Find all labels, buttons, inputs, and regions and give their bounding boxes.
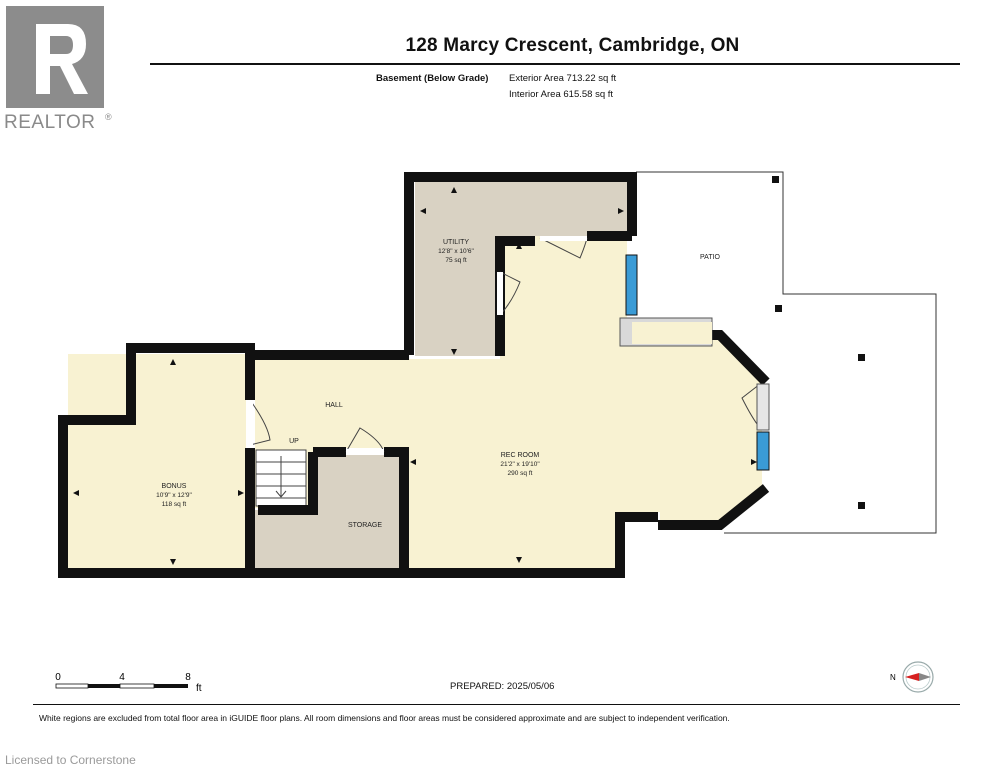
bonus-dims: 10'9" x 12'9" bbox=[156, 492, 192, 499]
rec-room-dims: 21'2" x 19'10" bbox=[500, 461, 540, 468]
utility-dims: 12'8" x 10'6" bbox=[438, 248, 474, 255]
scale-tick-8: 8 bbox=[185, 672, 191, 683]
utility-room bbox=[415, 182, 627, 236]
stair-landing bbox=[255, 510, 313, 568]
scale-unit: ft bbox=[196, 683, 202, 694]
window bbox=[625, 254, 638, 316]
disclaimer-note: White regions are excluded from total fl… bbox=[39, 713, 730, 723]
scale-tick-4: 4 bbox=[119, 672, 125, 683]
utility-label: UTILITY bbox=[443, 239, 469, 246]
interior-area: Interior Area 615.58 sq ft bbox=[509, 89, 614, 100]
prepared-date: PREPARED: 2025/05/06 bbox=[450, 681, 555, 692]
realtor-logo bbox=[6, 6, 104, 108]
title-divider bbox=[150, 63, 960, 65]
property-title: 128 Marcy Crescent, Cambridge, ON bbox=[405, 35, 740, 56]
door-swings bbox=[247, 236, 770, 455]
patio-post bbox=[858, 502, 865, 509]
compass-icon: N bbox=[890, 661, 934, 693]
hall-label: HALL bbox=[325, 402, 343, 409]
registered-mark: ® bbox=[105, 112, 112, 122]
realtor-wordmark: REALTOR bbox=[4, 112, 96, 133]
license-watermark: Licensed to Cornerstone bbox=[5, 753, 136, 767]
stairs bbox=[255, 449, 307, 507]
dimension-arrows bbox=[73, 187, 757, 565]
bonus-room bbox=[68, 354, 246, 570]
patio-post bbox=[858, 354, 865, 361]
rec-room-label: REC ROOM bbox=[501, 452, 540, 459]
patio-label: PATIO bbox=[700, 254, 721, 261]
patio-post bbox=[772, 176, 779, 183]
bonus-label: BONUS bbox=[162, 483, 187, 490]
utility-room bbox=[415, 236, 500, 356]
bonus-area: 118 sq ft bbox=[162, 501, 187, 508]
storage-label: STORAGE bbox=[348, 522, 382, 529]
patio-post bbox=[775, 305, 782, 312]
bonus-room bbox=[68, 426, 78, 570]
rec-room bbox=[255, 236, 762, 569]
compass-north-label: N bbox=[890, 673, 896, 682]
utility-area: 75 sq ft bbox=[445, 257, 467, 264]
scale-bar: 0 4 8 ft bbox=[55, 672, 202, 694]
rec-room-area: 290 sq ft bbox=[508, 470, 533, 477]
scale-tick-0: 0 bbox=[55, 672, 61, 683]
window bbox=[756, 431, 770, 471]
storage-room bbox=[313, 452, 406, 568]
up-label: UP bbox=[289, 438, 299, 445]
exterior-area: Exterior Area 713.22 sq ft bbox=[509, 73, 617, 84]
floor-label: Basement (Below Grade) bbox=[376, 73, 489, 84]
footer-divider bbox=[33, 704, 960, 705]
